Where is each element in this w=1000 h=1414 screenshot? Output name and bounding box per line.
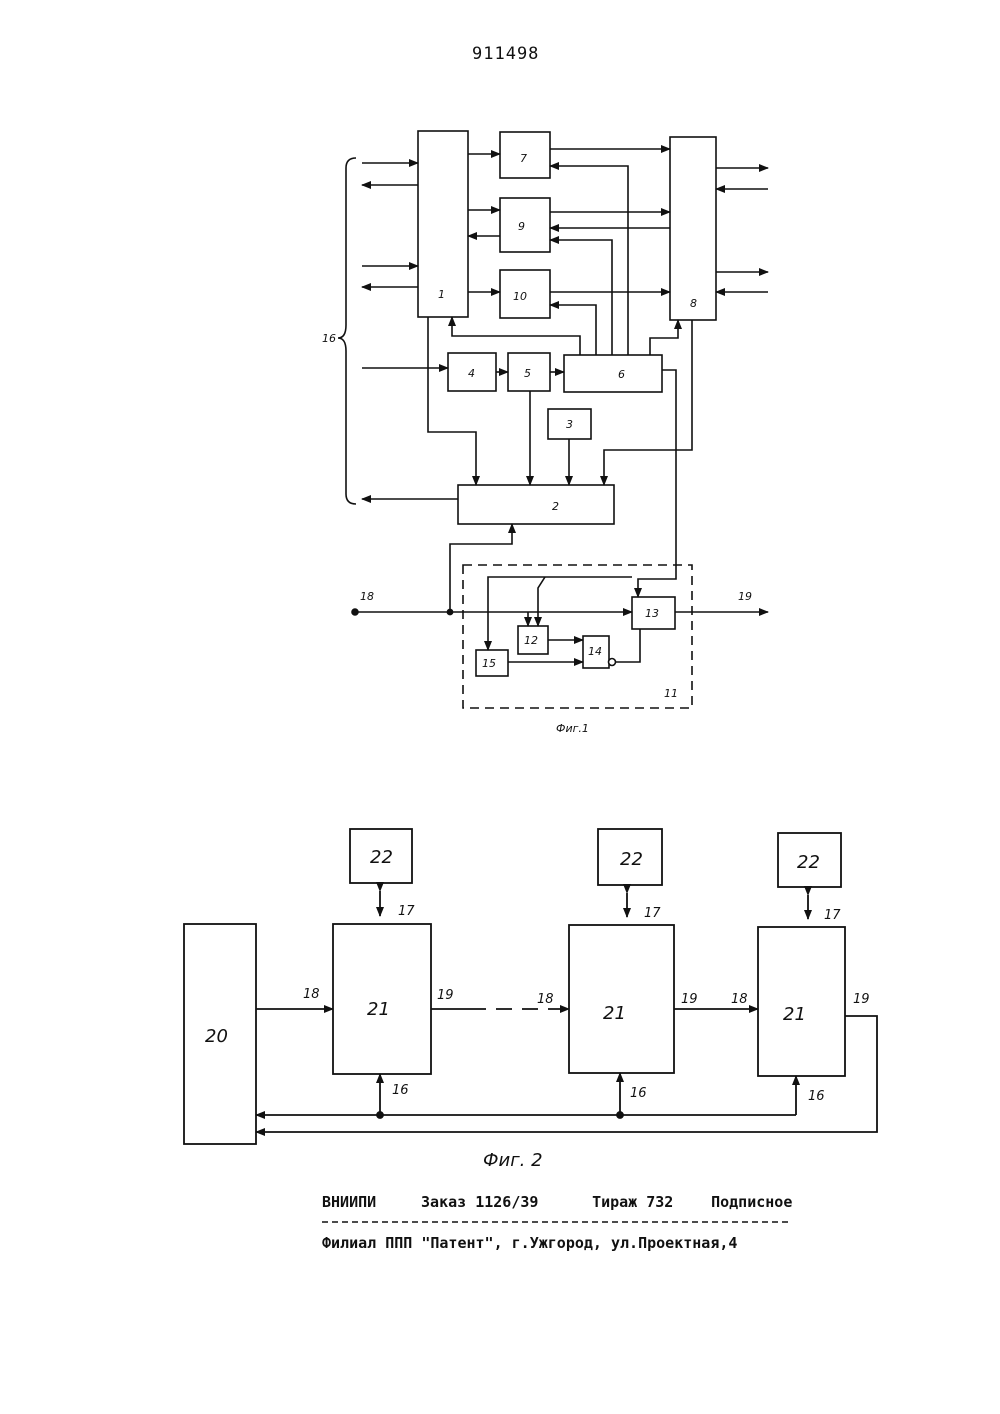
footer-circulation: Тираж 732 [592,1193,702,1211]
label-16-first: 16 [392,1083,409,1098]
label-block-3: 3 [566,418,573,431]
label-block-22-first: 22 [370,847,393,868]
junction-18 [447,609,452,614]
label-block-22-middle: 22 [620,849,643,870]
link-6-13 [638,370,676,597]
footer-subscription: Подписное [711,1193,792,1211]
label-block-1: 1 [438,288,445,301]
label-block-22-last: 22 [797,852,820,873]
link-ctrl-12a [538,577,545,626]
label-16-last: 16 [808,1089,825,1104]
label-block-8: 8 [690,297,697,310]
label-19-middle: 19 [681,992,698,1007]
label-block-9: 9 [518,220,525,233]
label-block-21-middle: 21 [603,1003,626,1024]
label-block-5: 5 [524,367,531,380]
label-17-first: 17 [398,904,415,919]
label-18-first: 18 [303,987,320,1002]
junction-16-first [377,1112,383,1118]
unit-11-boundary [463,565,692,708]
link-1-2 [428,317,476,485]
label-block-7: 7 [520,152,527,165]
bus-16-brace [338,158,356,504]
link-14-13 [616,629,640,662]
junction-16-middle [617,1112,623,1118]
link-ctrl-15 [488,577,632,650]
link-6-8 [650,320,678,355]
block-21-middle [569,925,674,1073]
label-18-middle: 18 [537,992,554,1007]
block-8 [670,137,716,320]
label-input-18: 18 [360,590,374,603]
block-9 [500,198,550,252]
label-19-last: 19 [853,992,870,1007]
link-6-10 [550,305,596,355]
label-19-first: 19 [437,988,454,1003]
block-6 [564,355,662,392]
link-6-9 [550,240,612,355]
footer-address: Филиал ППП "Патент", г.Ужгород, ул.Проек… [322,1234,737,1252]
footer-org: ВНИИПИ [322,1193,412,1211]
label-block-13: 13 [645,607,659,620]
label-block-21-last: 21 [783,1004,806,1025]
figure-1 [338,131,768,708]
label-bus-16: 16 [322,332,336,345]
figure-2 [184,829,877,1144]
block-2 [458,485,614,524]
label-block-20: 20 [205,1026,228,1047]
label-output-19: 19 [738,590,752,603]
link-6-1 [452,317,580,355]
footer-imprint: ВНИИПИ Заказ 1126/39 Тираж 732 Подписное [322,1193,792,1211]
figure-1-caption: Фиг.1 [556,722,589,735]
label-block-2: 2 [552,500,559,513]
figure-2-caption: Фиг. 2 [483,1150,543,1171]
input-18-terminal [352,609,358,615]
label-block-6: 6 [618,368,625,381]
block-21-last [758,927,845,1076]
label-block-12: 12 [524,634,538,647]
label-16-middle: 16 [630,1086,647,1101]
label-block-15: 15 [482,657,496,670]
label-17-last: 17 [824,908,841,923]
link-8-2 [604,320,692,485]
label-unit-11: 11 [664,687,678,700]
label-17-middle: 17 [644,906,661,921]
figure-1-labels: 1 7 9 10 8 4 5 6 3 2 13 12 14 15 11 16 1… [322,152,752,735]
inverter-bubble [609,659,616,666]
link-18-2 [450,524,512,612]
label-block-14: 14 [588,645,602,658]
label-block-10: 10 [513,290,527,303]
label-block-21-first: 21 [367,999,390,1020]
label-block-4: 4 [468,367,475,380]
footer-order: Заказ 1126/39 [421,1193,583,1211]
label-18-last: 18 [731,992,748,1007]
link-6-7 [550,166,628,355]
